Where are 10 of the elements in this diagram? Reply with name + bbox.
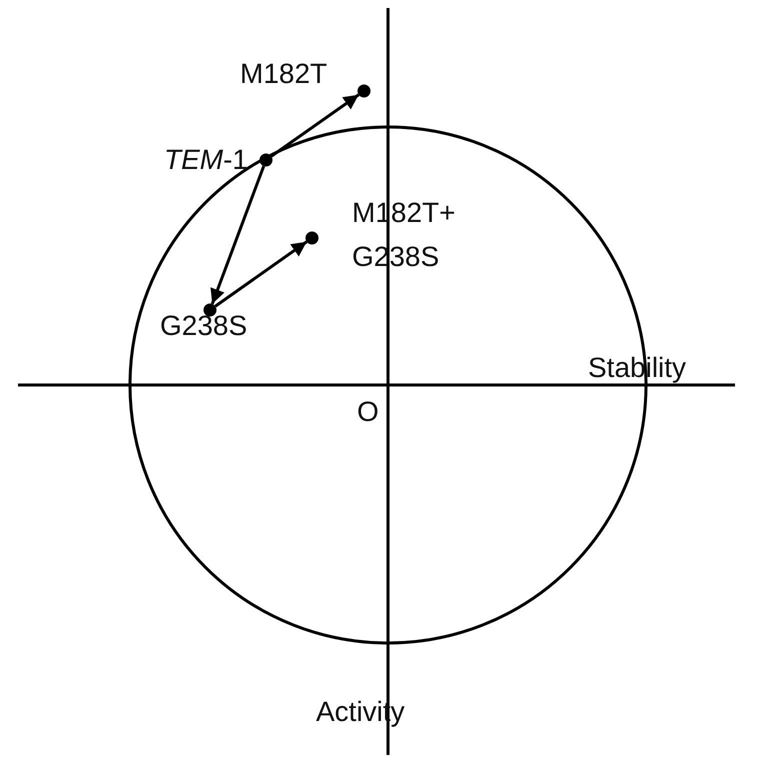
point-label: M182T bbox=[240, 57, 328, 91]
data-point bbox=[204, 304, 216, 316]
data-point bbox=[306, 232, 318, 244]
point-label: TEM-1 bbox=[164, 143, 250, 177]
data-point bbox=[358, 84, 370, 98]
axis-label: O bbox=[357, 395, 379, 429]
arrow bbox=[270, 94, 360, 158]
data-point bbox=[260, 154, 272, 166]
arrow bbox=[214, 240, 308, 308]
point-label: G238S bbox=[160, 309, 248, 343]
